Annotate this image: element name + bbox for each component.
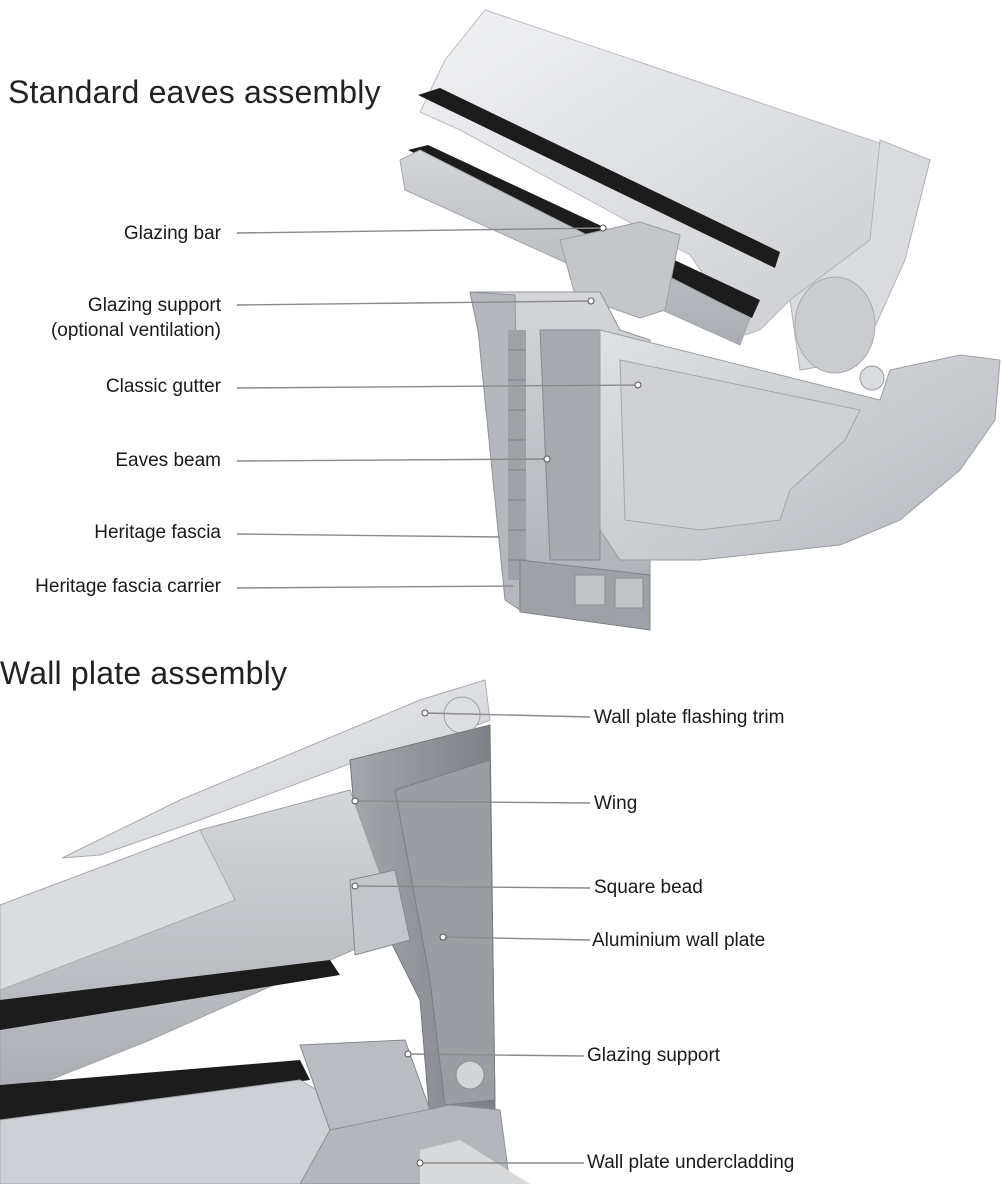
leader-glazing-support <box>236 300 592 306</box>
fascia-rib-lines <box>508 349 526 561</box>
label-wing: Wing <box>594 793 638 814</box>
label-heritage-fascia: Heritage fascia <box>94 522 221 543</box>
square-bead <box>349 869 411 956</box>
dot-flashing-trim <box>421 709 429 717</box>
leader-heritage-fascia <box>236 533 501 538</box>
dot-aluminium-wall-plate <box>439 933 447 941</box>
eaves-beam-inner <box>539 329 601 561</box>
dot-classic-gutter <box>634 381 642 389</box>
eaves-assembly-drawing <box>399 9 1001 631</box>
carrier-slot-1 <box>574 574 606 606</box>
gutter-bead <box>859 365 885 391</box>
dot-undercladding <box>416 1159 424 1167</box>
glazing-bar-long-top <box>0 829 236 991</box>
leader-wall-glazing-support <box>407 1053 585 1057</box>
leader-dots <box>351 224 642 1167</box>
gutter-inner <box>619 359 861 531</box>
leader-aluminium-wall-plate <box>442 936 591 941</box>
gasket-wall-lower <box>0 1060 310 1120</box>
dot-eaves-beam <box>543 455 551 463</box>
label-heritage-fascia-carrier: Heritage fascia carrier <box>35 576 221 597</box>
dot-glazing-support <box>587 297 595 305</box>
leader-glazing-bar <box>236 227 604 234</box>
label-glazing-bar: Glazing bar <box>123 223 221 244</box>
leader-fascia-carrier <box>236 585 514 589</box>
label-wall-plate-flashing-trim: Wall plate flashing trim <box>594 707 785 728</box>
leader-wing <box>354 800 591 804</box>
leader-eaves-beam <box>236 458 548 462</box>
leader-lines <box>236 227 639 1164</box>
label-aluminium-wall-plate: Aluminium wall plate <box>592 930 766 951</box>
dot-square-bead <box>351 882 359 890</box>
gasket-upper <box>418 88 780 268</box>
page-title-wall-plate: Wall plate assembly <box>0 655 288 691</box>
glazing-bar-end-boss <box>794 276 876 374</box>
label-eaves-beam: Eaves beam <box>115 450 221 471</box>
flashing-roll <box>443 696 481 734</box>
label-glazing-support: Glazing support (optional ventilation) <box>50 295 221 341</box>
page-title-eaves: Standard eaves assembly <box>8 74 381 110</box>
wall-plate-assembly-drawing <box>0 679 530 1184</box>
leader-square-bead <box>354 885 591 889</box>
carrier-slot-2 <box>614 577 644 609</box>
fascia-ribs <box>508 330 526 580</box>
dot-glazing-bar <box>599 224 607 232</box>
dot-wall-glazing-support <box>404 1050 412 1058</box>
label-wall-plate-undercladding: Wall plate undercladding <box>587 1152 795 1173</box>
gasket-wall-upper <box>0 960 340 1030</box>
support-bead <box>455 1060 485 1090</box>
leader-classic-gutter <box>236 384 639 389</box>
label-square-bead: Square bead <box>594 877 703 898</box>
wall-plate-face <box>394 759 496 1106</box>
label-wall-glazing-support: Glazing support <box>587 1045 721 1066</box>
dot-wing <box>351 797 359 805</box>
undercladding-shadow <box>420 1140 530 1184</box>
leader-flashing-trim <box>424 712 591 718</box>
label-classic-gutter: Classic gutter <box>105 376 221 397</box>
